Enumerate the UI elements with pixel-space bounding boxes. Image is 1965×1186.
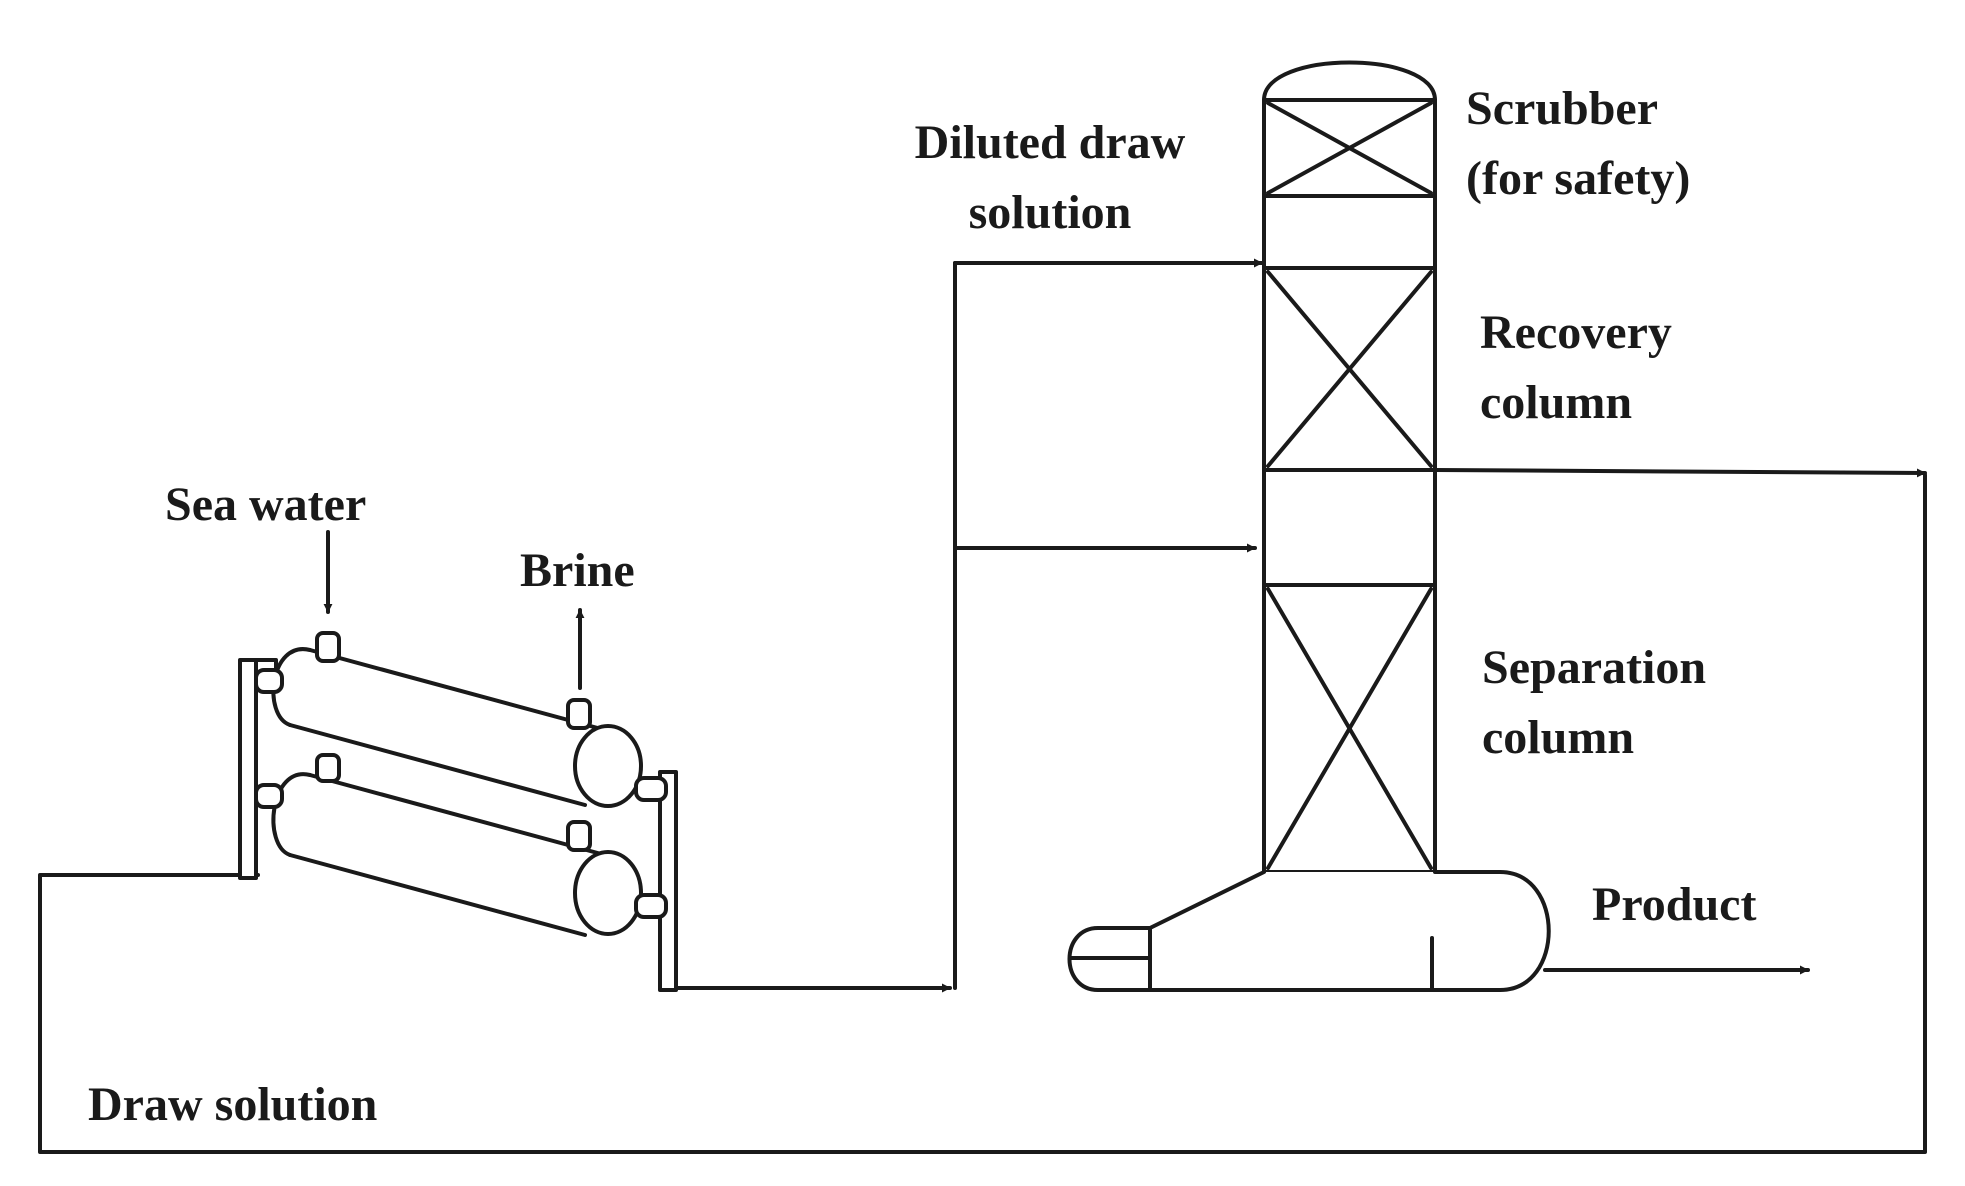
upper-membrane-cylinder bbox=[254, 631, 668, 808]
recovery-label-line-1: Recovery bbox=[1480, 306, 1672, 359]
scrubber-label: Scrubber (for safety) bbox=[1466, 74, 1690, 214]
scrubber-label-line-2: (for safety) bbox=[1466, 152, 1691, 205]
product-label: Product bbox=[1592, 878, 1757, 931]
recovery-column-label: Recovery column bbox=[1480, 298, 1672, 438]
membrane-module bbox=[238, 631, 947, 992]
separation-label-line-2: column bbox=[1482, 711, 1635, 764]
separation-label-line-1: Separation bbox=[1482, 641, 1707, 694]
recovery-outlet-arrow bbox=[1433, 468, 1927, 478]
distillation-column bbox=[1262, 60, 1437, 874]
recovery-label-line-2: column bbox=[1480, 376, 1633, 429]
diluted-label-line-2: solution bbox=[968, 186, 1132, 239]
brine-label: Brine bbox=[520, 544, 635, 597]
draw-solution-label: Draw solution bbox=[88, 1078, 378, 1131]
diluted-draw-solution-label: Diluted draw solution bbox=[880, 108, 1220, 248]
sea-water-label: Sea water bbox=[165, 478, 367, 531]
draw-solution-loop-line bbox=[38, 473, 1927, 1154]
lower-membrane-cylinder bbox=[254, 753, 668, 937]
diluted-label-line-1: Diluted draw bbox=[914, 116, 1186, 169]
scrubber-label-line-1: Scrubber bbox=[1466, 82, 1658, 135]
reboiler-vessel bbox=[1067, 870, 1551, 992]
separation-column-label: Separation column bbox=[1482, 633, 1706, 773]
